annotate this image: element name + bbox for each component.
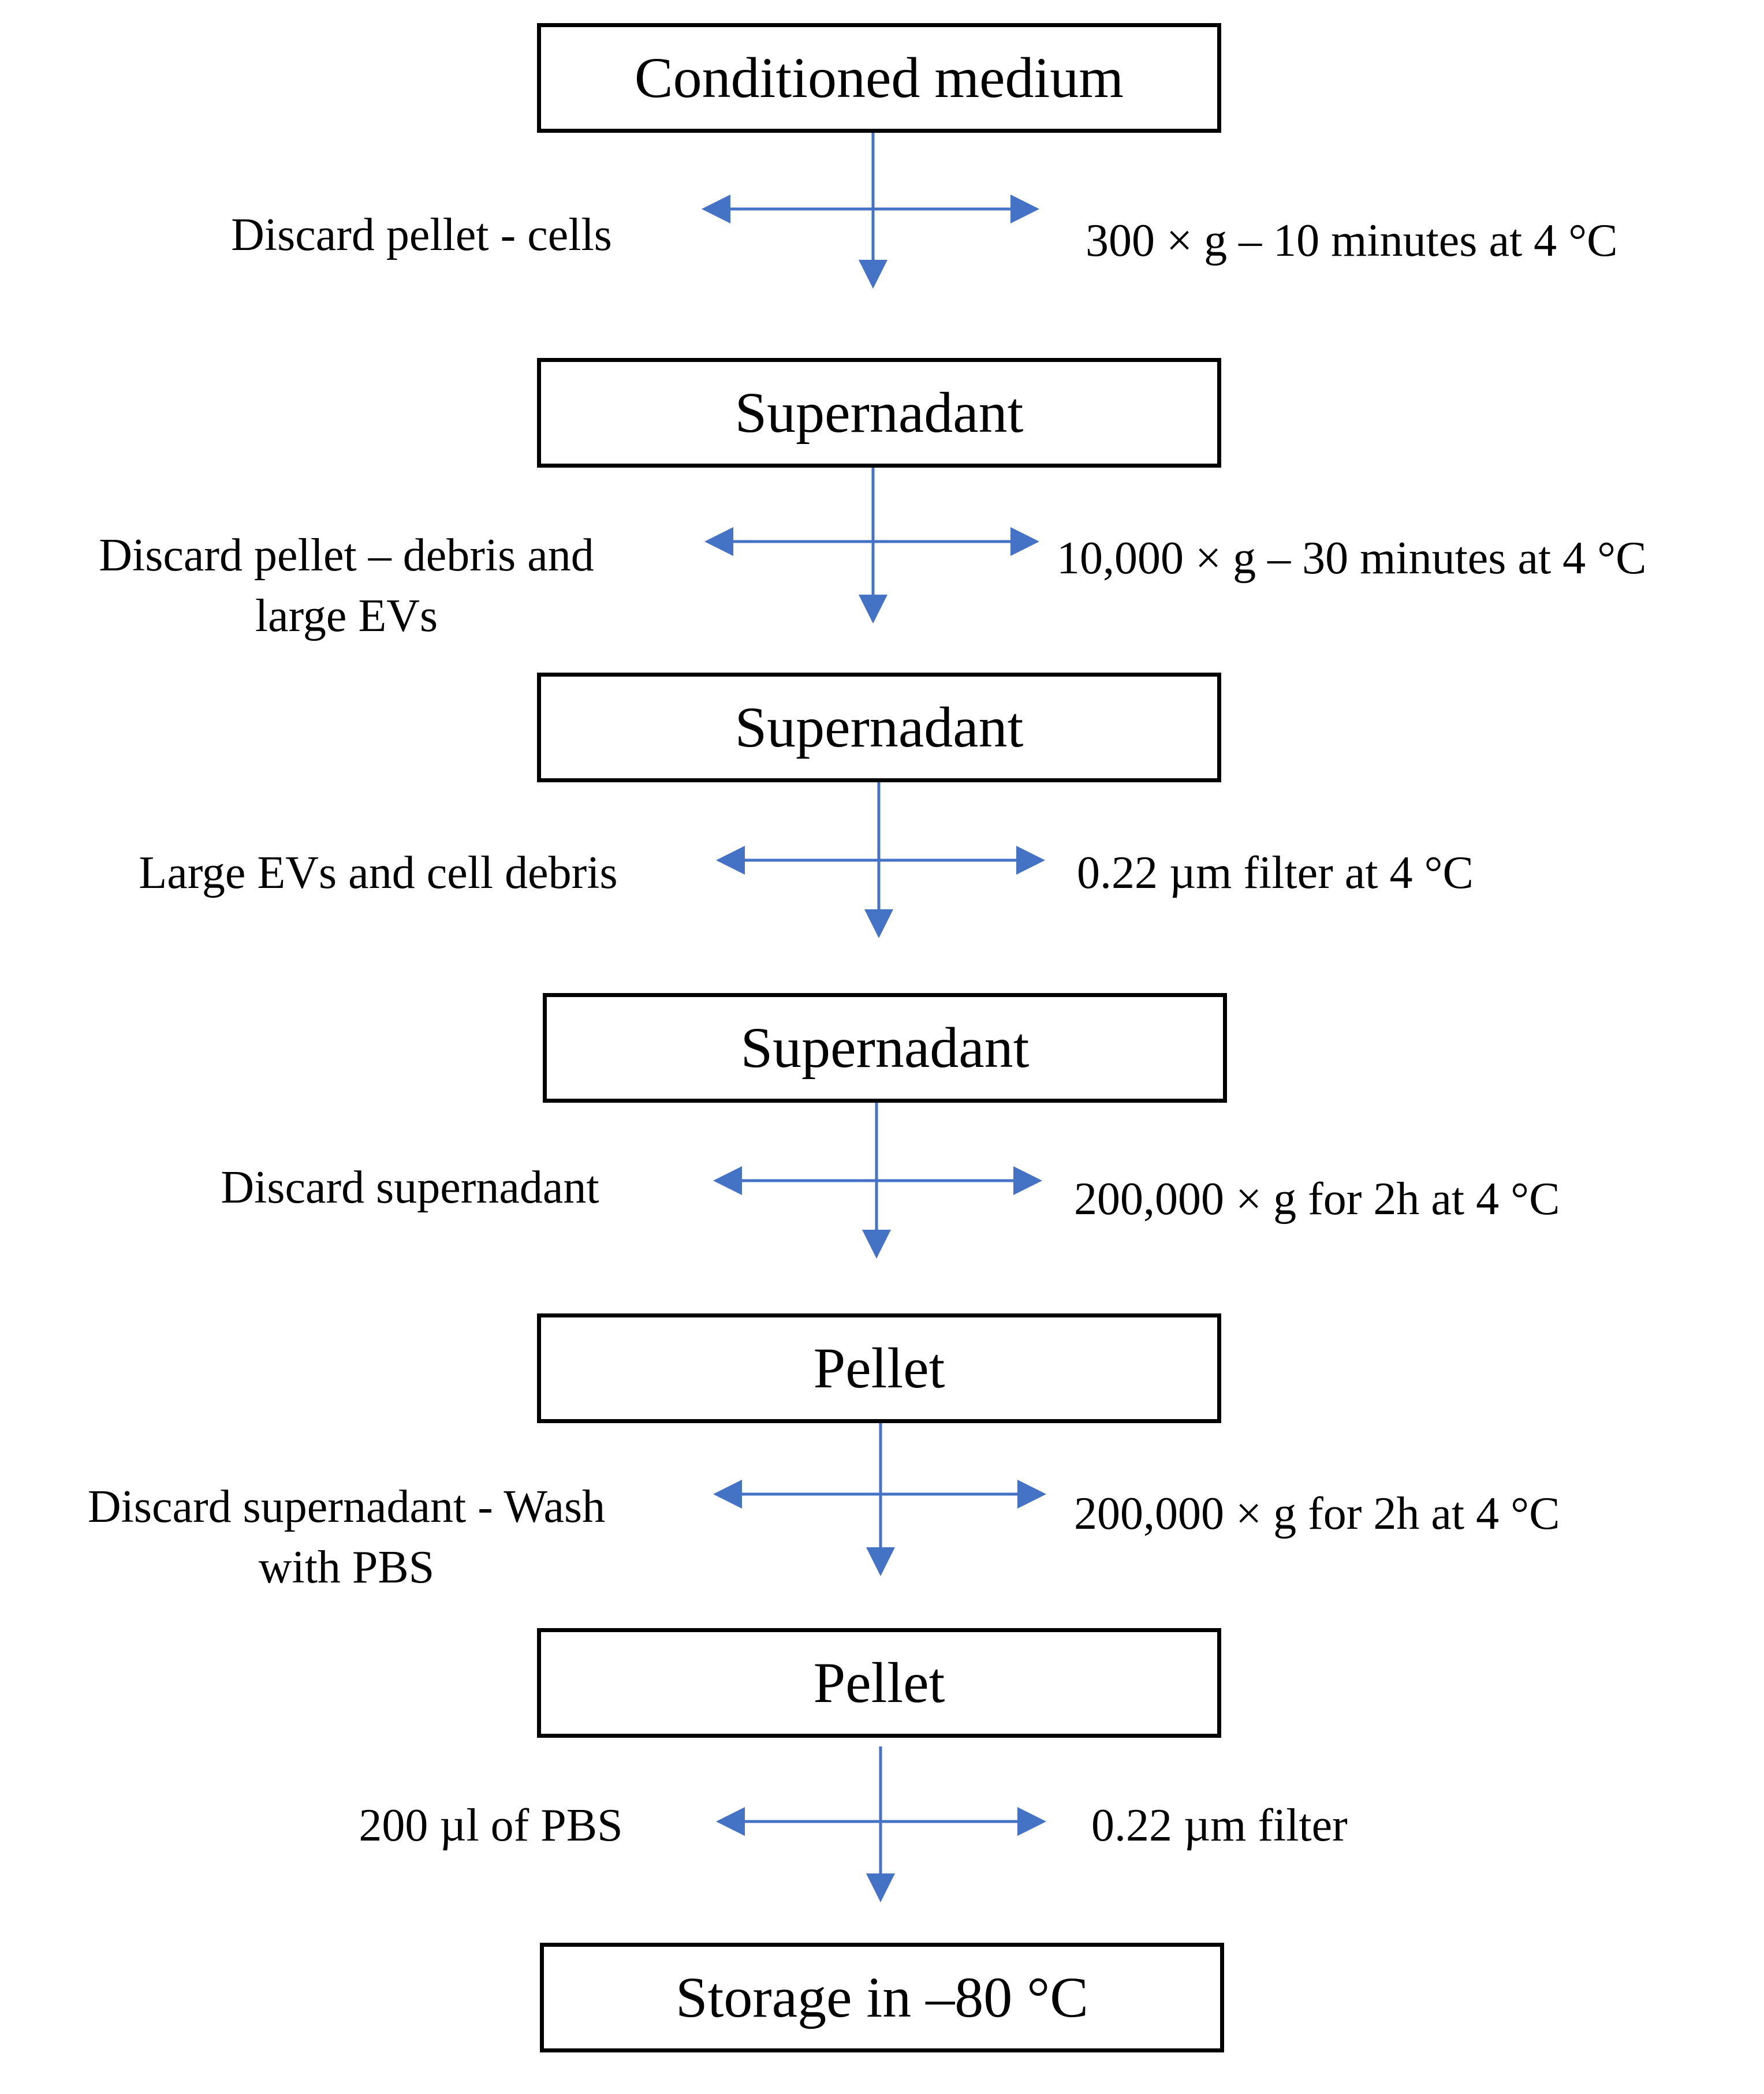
right-arrowhead-6: [1017, 1807, 1046, 1836]
step-2-left-label: Discard pellet – debris and large EVs: [99, 530, 594, 641]
down-arrowhead-6: [866, 1873, 895, 1902]
step-box-pellet-2: Pellet: [537, 1628, 1221, 1738]
left-arrowhead-4: [713, 1166, 742, 1195]
step-3-right-label: 0.22 µm filter at 4 °C: [1077, 848, 1474, 898]
step-4-left-label: Discard supernadant: [221, 1162, 599, 1213]
step-6-right-label: 0.22 µm filter: [1091, 1800, 1348, 1851]
down-arrowhead-2: [859, 595, 887, 624]
step-1-left-label: Discard pellet - cells: [231, 210, 612, 260]
step-3-left-label: Large EVs and cell debris: [139, 848, 618, 898]
step-box-pellet-1: Pellet: [537, 1313, 1221, 1423]
left-arrowhead-1: [702, 195, 730, 223]
step-1-right-label: 300 × g – 10 minutes at 4 °C: [1086, 215, 1618, 266]
down-arrowhead-5: [866, 1547, 895, 1576]
step-box-conditioned-medium: Conditioned medium: [537, 23, 1221, 133]
down-arrowhead-3: [864, 909, 893, 938]
down-arrowhead-4: [862, 1230, 891, 1259]
step-box-supernadant-2: Supernadant: [537, 673, 1221, 782]
step-box-supernadant-1: Supernadant: [537, 358, 1221, 468]
right-arrowhead-4: [1013, 1166, 1042, 1195]
left-arrowhead-5: [713, 1480, 742, 1509]
step-box-supernadant-3: Supernadant: [543, 993, 1227, 1103]
step-box-storage: Storage in –80 °C: [540, 1943, 1224, 2052]
left-arrowhead-6: [716, 1807, 745, 1836]
down-arrowhead-1: [859, 260, 887, 289]
right-arrowhead-2: [1010, 527, 1039, 556]
left-arrowhead-3: [716, 846, 745, 875]
step-4-right-label: 200,000 × g for 2h at 4 °C: [1074, 1174, 1560, 1225]
step-2-right-label: 10,000 × g – 30 minutes at 4 °C: [1057, 533, 1647, 584]
right-arrowhead-5: [1017, 1480, 1046, 1509]
step-6-left-label: 200 µl of PBS: [359, 1800, 623, 1851]
right-arrowhead-1: [1010, 195, 1039, 223]
step-5-right-label: 200,000 × g for 2h at 4 °C: [1074, 1488, 1560, 1539]
right-arrowhead-3: [1016, 846, 1045, 875]
step-5-left-label: Discard supernadant - Wash with PBS: [87, 1481, 606, 1593]
left-arrowhead-2: [704, 527, 733, 556]
